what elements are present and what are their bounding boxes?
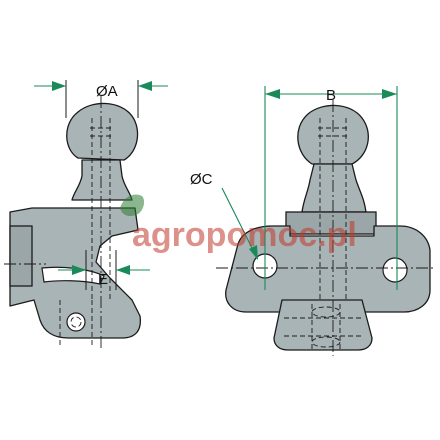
left-ball — [66, 102, 139, 161]
right-bolt-hole-right — [382, 257, 408, 283]
dim-a-label: ØA — [96, 83, 118, 100]
left-pin-hole-inner — [70, 316, 82, 328]
dim-a-arrow-left — [52, 81, 66, 91]
dim-b-arrow-right — [382, 89, 397, 99]
left-view: ØA E — [4, 80, 168, 350]
right-stem — [273, 299, 373, 351]
dim-e-arrow-right — [116, 265, 130, 275]
watermark-text: agropomoc.pl — [132, 216, 357, 254]
dim-e-label: E — [98, 271, 108, 288]
dim-b-label: B — [326, 87, 336, 104]
leader-line — [221, 187, 257, 257]
dim-c-label: ØC — [190, 171, 213, 188]
left-pin-hole — [66, 312, 86, 332]
dim-c-arrow — [249, 245, 258, 260]
left-face-recess — [9, 225, 33, 287]
left-slot — [41, 266, 105, 285]
watermark-leaf-icon — [120, 194, 145, 216]
right-stem-bore-bottom — [311, 336, 341, 348]
right-view: B ØC — [190, 86, 436, 356]
dim-a-arrow-right — [138, 81, 152, 91]
watermark: agropomoc.pl — [120, 194, 357, 254]
dim-b-arrow-left — [265, 89, 280, 99]
right-flange — [225, 225, 431, 313]
right-neck — [301, 163, 367, 213]
left-neck — [71, 159, 133, 201]
dim-e-arrow-left — [72, 265, 86, 275]
right-stem-bore-top — [311, 306, 341, 318]
right-ball — [297, 104, 369, 165]
right-collar — [285, 211, 377, 235]
